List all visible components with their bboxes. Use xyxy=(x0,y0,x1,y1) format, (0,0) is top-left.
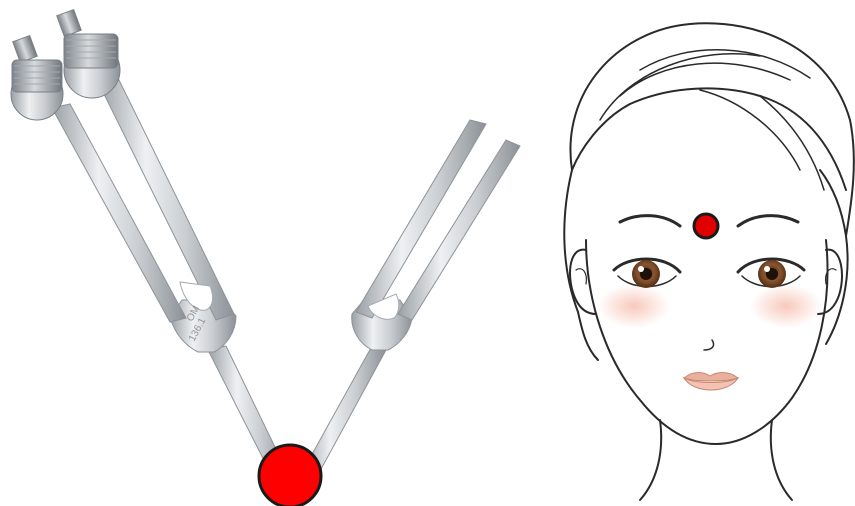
left-tuning-fork: OM 136.1 xyxy=(11,10,290,484)
woman-face-illustration xyxy=(564,23,854,500)
left-eye-iris xyxy=(632,260,660,288)
face-outline xyxy=(586,240,828,444)
right-tuning-fork xyxy=(300,120,520,482)
third-eye-marker xyxy=(694,214,718,238)
right-eye-iris xyxy=(758,260,786,288)
left-fork-weight-outer xyxy=(11,36,63,120)
fork-contact-marker xyxy=(259,445,321,506)
left-fork-weight-inner xyxy=(57,10,120,98)
lips xyxy=(684,373,738,391)
